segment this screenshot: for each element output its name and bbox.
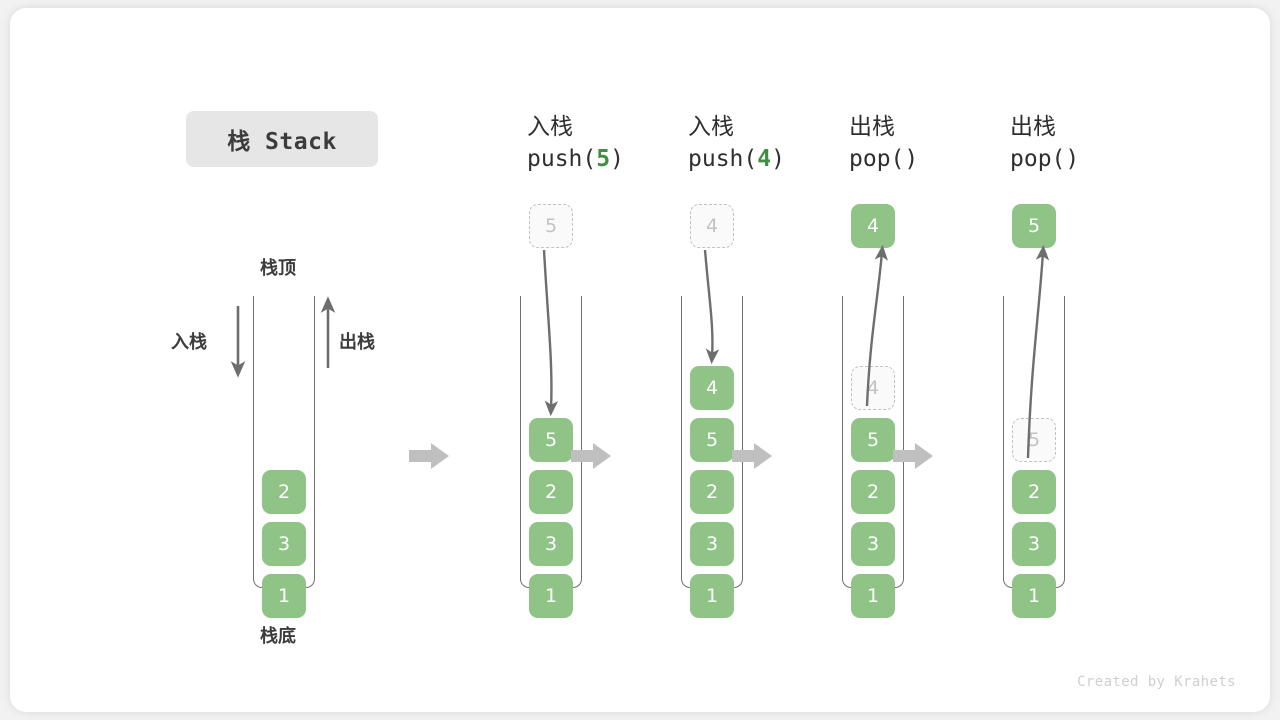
footer-credit: Created by Krahets xyxy=(1077,674,1236,690)
diagram-canvas: 栈 Stack 栈顶 入栈 出栈 栈底 2 3 1 入栈 push(5) 5 5 2 3 1 入栈… xyxy=(10,8,1270,712)
stack-cell-4: 2 xyxy=(1012,470,1056,514)
operation-code: pop() xyxy=(849,146,919,172)
stack-cell-2: 2 xyxy=(690,470,734,514)
operation-header-4: 出栈 pop() xyxy=(1010,112,1170,176)
stack-cell-3: 2 xyxy=(851,470,895,514)
stack-top-label: 栈顶 xyxy=(260,258,296,279)
page-title: 栈 Stack xyxy=(186,111,378,167)
stack-cell-initial: 2 xyxy=(262,470,306,514)
operation-name: 入栈 xyxy=(527,114,573,140)
stack-ghost-cell-3: 4 xyxy=(851,366,895,410)
operation-code: push(4) xyxy=(688,146,785,172)
operation-name: 入栈 xyxy=(688,114,734,140)
operation-header-3: 出栈 pop() xyxy=(849,112,1009,176)
stack-bottom-label: 栈底 xyxy=(260,626,296,647)
operation-name: 出栈 xyxy=(849,114,895,140)
stack-cell-3: 5 xyxy=(851,418,895,462)
floating-value-2: 4 xyxy=(690,204,734,248)
stack-cell-2: 3 xyxy=(690,522,734,566)
stack-cell-1: 5 xyxy=(529,418,573,462)
stack-cell-3: 1 xyxy=(851,574,895,618)
floating-value-3: 4 xyxy=(851,204,895,248)
operation-name: 出栈 xyxy=(1010,114,1056,140)
stack-cell-1: 3 xyxy=(529,522,573,566)
operation-code: push(5) xyxy=(527,146,624,172)
stack-cell-2: 1 xyxy=(690,574,734,618)
stack-cell-initial: 1 xyxy=(262,574,306,618)
stack-cell-1: 2 xyxy=(529,470,573,514)
floating-value-4: 5 xyxy=(1012,204,1056,248)
stack-cell-3: 3 xyxy=(851,522,895,566)
left-pop-label: 出栈 xyxy=(339,332,375,353)
stack-cell-4: 3 xyxy=(1012,522,1056,566)
operation-header-2: 入栈 push(4) xyxy=(688,112,848,176)
stack-cell-4: 1 xyxy=(1012,574,1056,618)
stack-cell-2: 4 xyxy=(690,366,734,410)
stack-cell-2: 5 xyxy=(690,418,734,462)
left-push-label: 入栈 xyxy=(171,332,207,353)
operation-code: pop() xyxy=(1010,146,1080,172)
stack-ghost-cell-4: 5 xyxy=(1012,418,1056,462)
flow-arrow-1 xyxy=(409,443,449,469)
floating-value-1: 5 xyxy=(529,204,573,248)
stack-cell-1: 1 xyxy=(529,574,573,618)
stack-cell-initial: 3 xyxy=(262,522,306,566)
operation-header-1: 入栈 push(5) xyxy=(527,112,687,176)
